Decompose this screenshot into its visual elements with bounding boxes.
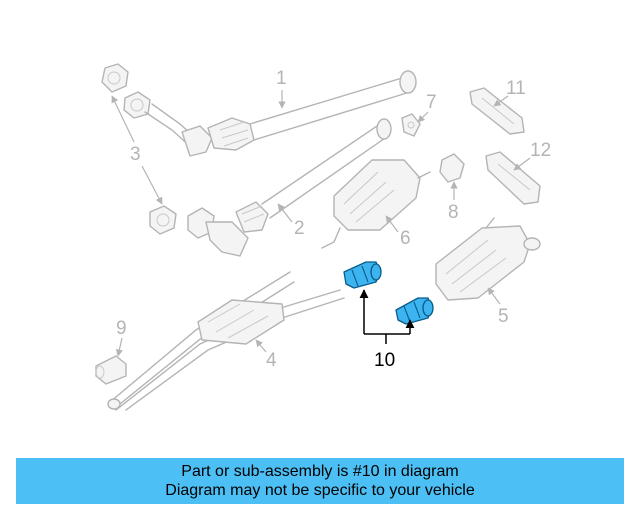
part-12-bracket [485, 151, 541, 205]
part-4-front-muffler [107, 271, 345, 411]
callout-10: 10 [359, 289, 415, 371]
callout-4: 4 [255, 339, 277, 371]
callout-5-label: 5 [498, 306, 509, 327]
callout-6-label: 6 [400, 228, 411, 249]
part-5-rear-muffler [435, 217, 541, 301]
info-banner: Part or sub-assembly is #10 in diagram D… [16, 458, 624, 504]
callout-11: 11 [493, 78, 526, 107]
part-3-gasket [149, 205, 177, 235]
callout-1-label: 1 [276, 68, 287, 89]
callout-9-label: 9 [116, 318, 127, 339]
callout-7-label: 7 [426, 92, 437, 113]
callout-11-label: 11 [506, 78, 526, 99]
callout-3-label: 3 [130, 144, 141, 165]
callout-6: 6 [385, 215, 411, 249]
part-11-bracket [469, 87, 525, 135]
callout-2-label: 2 [294, 218, 305, 239]
part-6-center-muffler [321, 159, 431, 249]
callout-12-label: 12 [530, 140, 551, 161]
callout-3: 3 [111, 95, 163, 205]
callout-8-label: 8 [448, 202, 459, 223]
part-1-front-pipe [101, 63, 417, 157]
banner-line-1: Part or sub-assembly is #10 in diagram [181, 463, 459, 480]
callout-4-label: 4 [266, 350, 277, 371]
callout-5: 5 [487, 287, 509, 327]
callout-7: 7 [417, 92, 437, 123]
callout-9: 9 [115, 318, 127, 357]
part-10-clamp-upper [343, 261, 382, 289]
exhaust-parts-diagram: 1 3 2 7 11 [95, 63, 551, 411]
part-8-mount [439, 153, 465, 183]
callout-8: 8 [448, 181, 459, 223]
callout-2: 2 [277, 203, 305, 239]
callout-1: 1 [276, 68, 287, 109]
part-2-intermediate-pipe [187, 118, 392, 257]
part-7-hanger [401, 113, 421, 137]
part-10-clamp-lower [395, 297, 434, 325]
callout-10-label: 10 [374, 350, 395, 371]
callout-12: 12 [513, 140, 551, 171]
part-9-adapter [95, 355, 127, 385]
banner-line-2: Diagram may not be specific to your vehi… [165, 482, 475, 499]
